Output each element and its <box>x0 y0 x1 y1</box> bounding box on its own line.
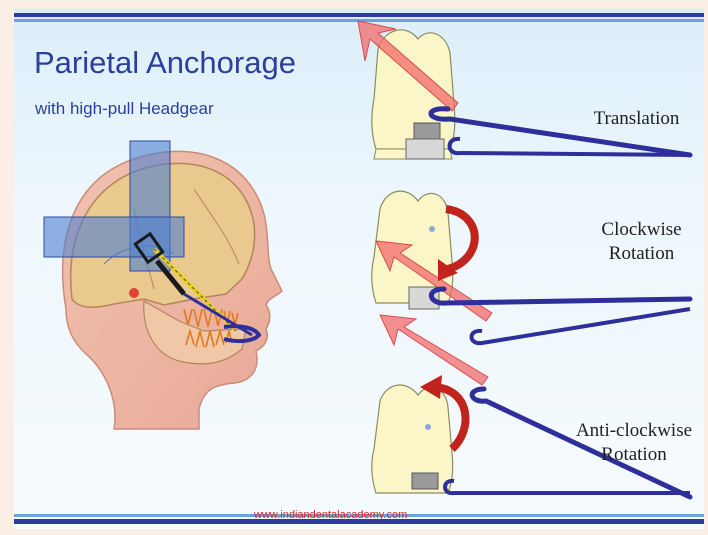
slide-title: Parietal Anchorage <box>34 45 296 81</box>
tooth-clockwise <box>372 191 690 343</box>
website-watermark: www.indiandentalacademy.com <box>254 509 407 521</box>
slide: Parietal Anchorage with high-pull Headge… <box>14 9 704 529</box>
molar-bracket <box>414 123 440 139</box>
ear-canal <box>129 288 139 298</box>
headgear-wire-clockwise <box>431 289 690 303</box>
label-clockwise-line2: Rotation <box>574 242 704 266</box>
head-illustration <box>44 141 282 429</box>
label-clockwise-line1: Clockwise <box>574 218 704 242</box>
label-translation: Translation <box>569 107 704 131</box>
label-anticlockwise-line1: Anti-clockwise <box>549 419 704 443</box>
label-anticlockwise-rotation: Anti-clockwise Rotation <box>549 419 704 467</box>
label-clockwise-rotation: Clockwise Rotation <box>574 218 704 266</box>
tooth-translation <box>358 21 690 159</box>
tooth-anticlockwise <box>372 315 690 497</box>
slide-subtitle: with high-pull Headgear <box>35 99 214 119</box>
force-arrow-anticlockwise <box>380 315 488 385</box>
label-anticlockwise-line2: Rotation <box>549 443 704 467</box>
